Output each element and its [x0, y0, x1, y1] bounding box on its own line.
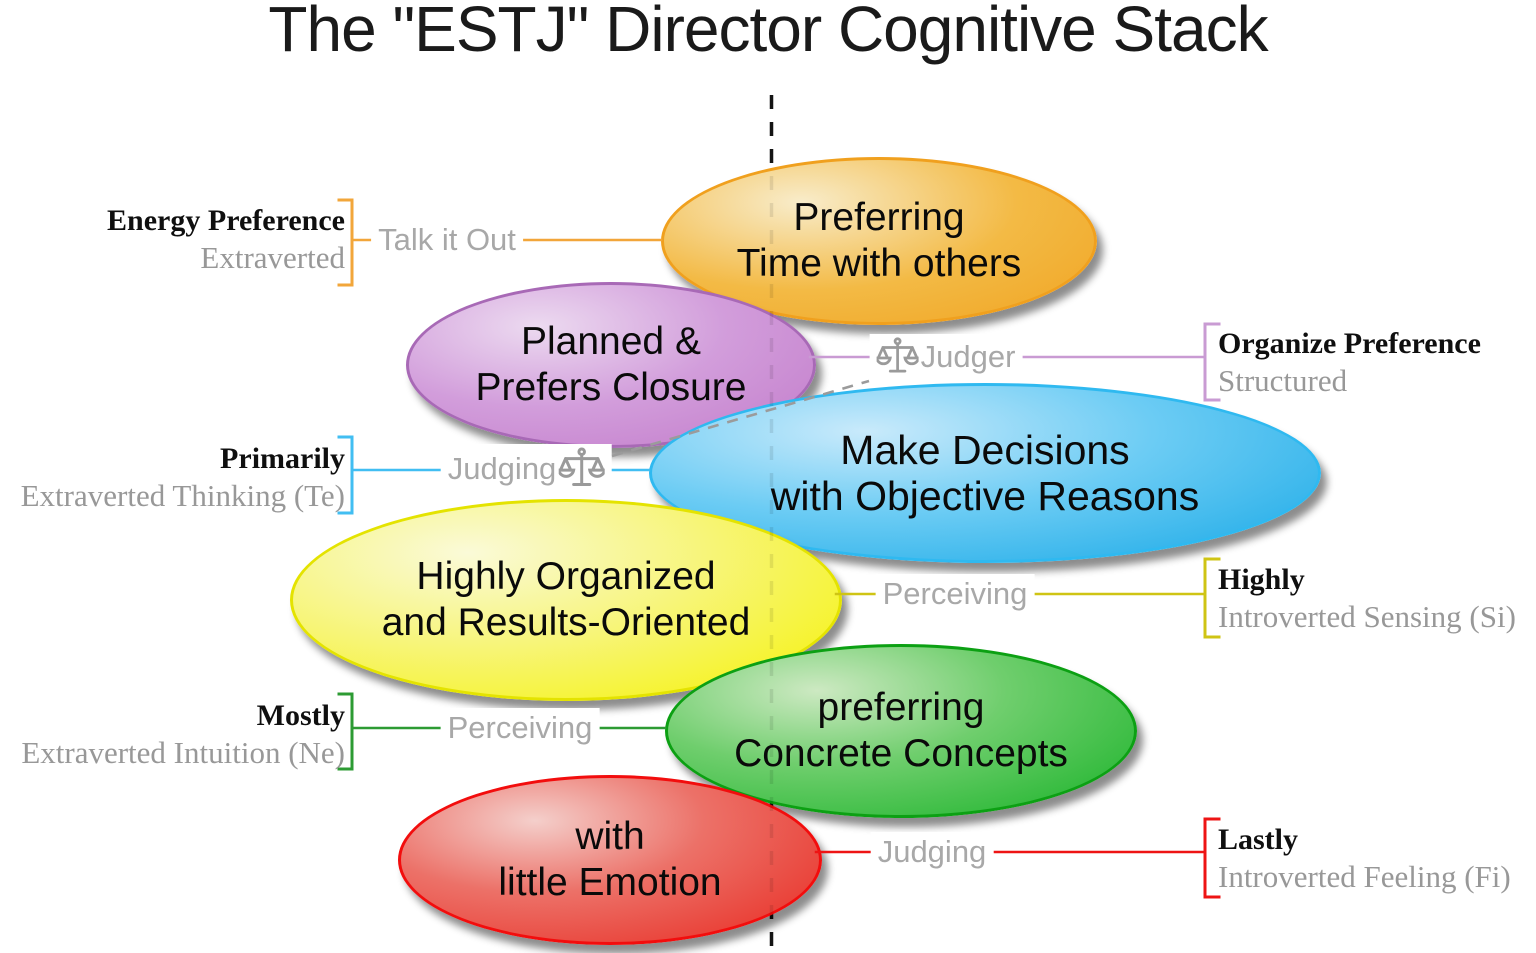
annotation-title: Lastly [1218, 823, 1299, 856]
annotation-subtitle: Introverted Feeling (Fi) [1218, 859, 1511, 894]
connector-label-judging-fi: Judging [870, 832, 994, 872]
annotation-title: Primarily [220, 442, 345, 475]
annotation-subtitle: Structured [1218, 363, 1348, 398]
annotation-subtitle: Extraverted [200, 240, 345, 275]
annotation-organize-preference: Organize Preference Structured [1218, 325, 1536, 399]
connector-label-judging-te: Judging [440, 444, 612, 494]
annotation-highly-si: Highly Introverted Sensing (Si) [1218, 561, 1536, 635]
connector-label-perceiving-ne: Perceiving [440, 708, 600, 748]
annotation-subtitle: Introverted Sensing (Si) [1218, 599, 1516, 634]
bracket-highly-si [1203, 557, 1221, 639]
connector-label-judger: Judger [869, 334, 1023, 380]
annotation-subtitle: Extraverted Thinking (Te) [20, 478, 345, 513]
annotation-subtitle: Extraverted Intuition (Ne) [21, 735, 345, 770]
annotation-primarily-te: Primarily Extraverted Thinking (Te) [0, 440, 345, 514]
annotation-lastly-fi: Lastly Introverted Feeling (Fi) [1218, 821, 1536, 895]
bracket-organize-preference [1203, 322, 1221, 402]
annotation-title: Highly [1218, 563, 1305, 596]
scales-icon [876, 337, 919, 373]
annotation-title: Mostly [256, 699, 345, 732]
diagram-title: The "ESTJ" Director Cognitive Stack [268, 0, 1268, 65]
annotation-title: Energy Preference [107, 204, 345, 237]
annotation-energy-preference: Energy Preference Extraverted [0, 202, 345, 276]
scales-icon [558, 447, 605, 487]
annotation-mostly-ne: Mostly Extraverted Intuition (Ne) [0, 697, 345, 771]
bracket-lastly-fi [1203, 817, 1221, 899]
ellipse-label: Planned &Prefers Closure [475, 320, 747, 409]
annotation-title: Organize Preference [1218, 327, 1481, 360]
connector-label-talk-it-out: Talk it Out [371, 220, 523, 260]
connector-label-perceiving-si: Perceiving [875, 574, 1035, 614]
